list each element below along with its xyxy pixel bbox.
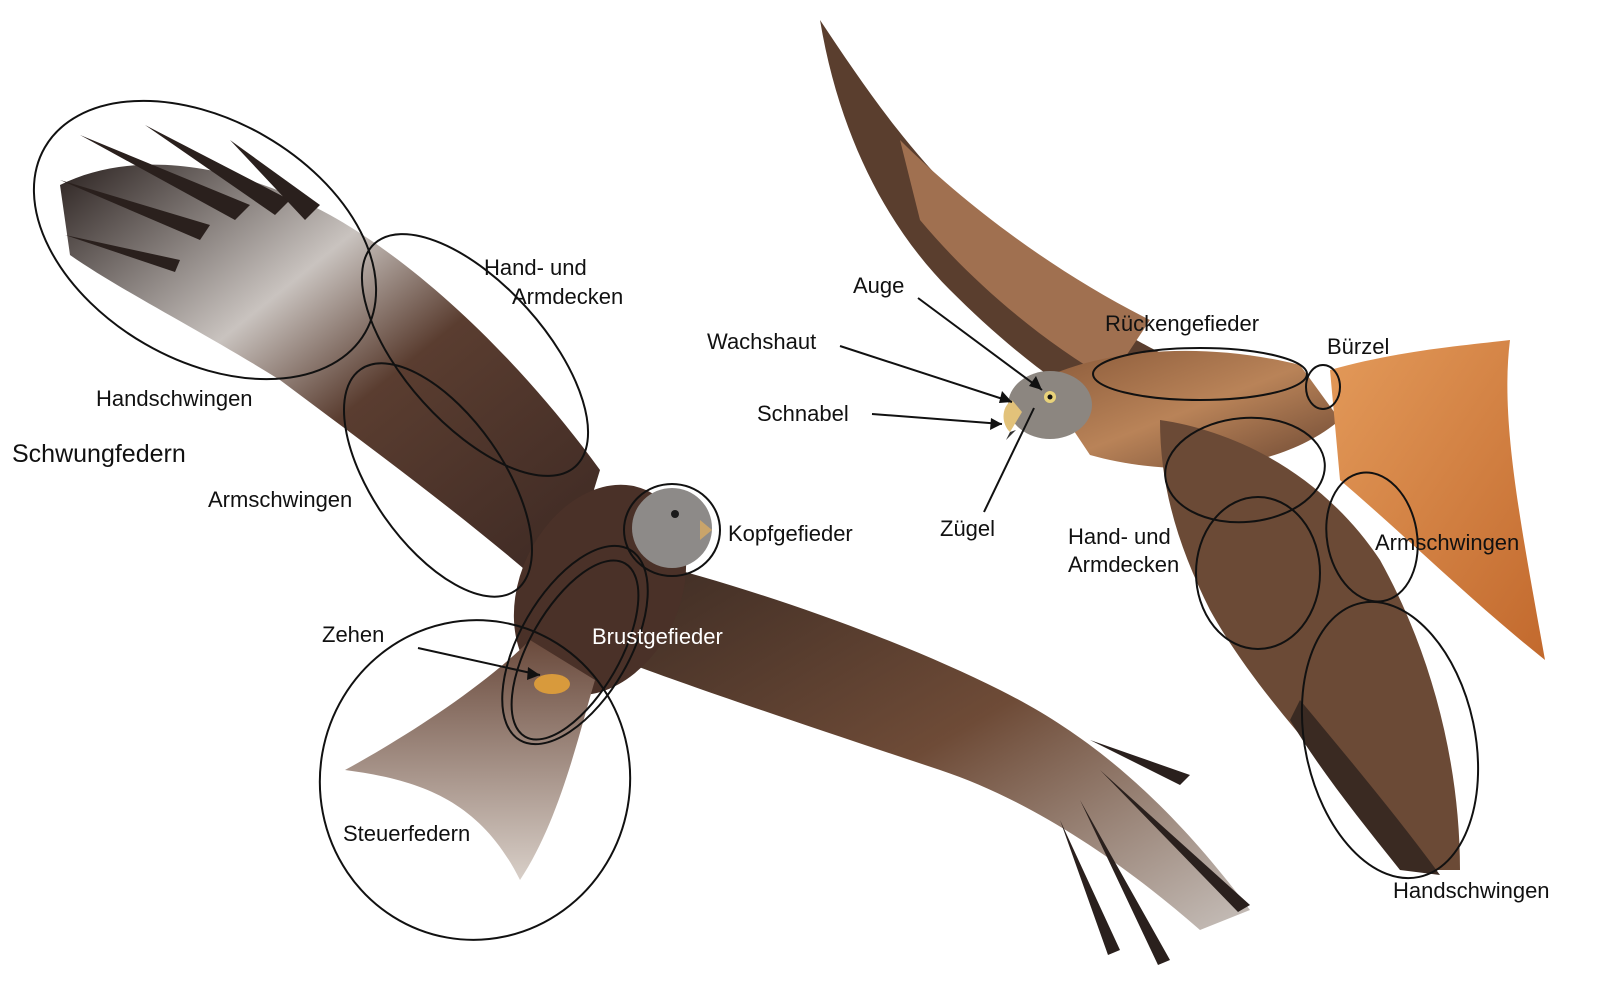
- left-bird-feet: [534, 674, 570, 694]
- left-bird-eye: [671, 510, 679, 518]
- label-handschwingen-left: Handschwingen: [96, 386, 253, 411]
- label-rueckengefieder: Rückengefieder: [1105, 311, 1259, 336]
- right-bird-head: [1008, 371, 1092, 439]
- label-hand-armdecken-right-line2: Armdecken: [1068, 552, 1179, 577]
- label-wachshaut: Wachshaut: [707, 329, 816, 354]
- pointer-wachshaut: [840, 346, 1012, 402]
- label-schwungfedern: Schwungfedern: [12, 440, 186, 468]
- label-kopfgefieder: Kopfgefieder: [728, 521, 853, 546]
- right-bird-pupil: [1048, 395, 1053, 400]
- label-zehen: Zehen: [322, 622, 384, 647]
- label-armschwingen-right: Armschwingen: [1375, 530, 1519, 555]
- left-bird-right-wing: [620, 560, 1250, 930]
- label-auge: Auge: [853, 273, 904, 298]
- label-brustgefieder: Brustgefieder: [592, 624, 723, 649]
- pointer-schnabel-head: [990, 418, 1002, 430]
- label-buerzel: Bürzel: [1327, 334, 1389, 359]
- label-hand-armdecken-left-line2: Armdecken: [512, 284, 623, 309]
- label-hand-armdecken-left-line1: Hand- und: [484, 255, 587, 280]
- label-handschwingen-right: Handschwingen: [1393, 878, 1550, 903]
- label-armschwingen-left: Armschwingen: [208, 487, 352, 512]
- label-hand-armdecken-right-line1: Hand- und: [1068, 524, 1171, 549]
- label-steuerfedern: Steuerfedern: [343, 821, 470, 846]
- label-schnabel: Schnabel: [757, 401, 849, 426]
- right-bird-beak-tip: [1006, 430, 1016, 440]
- pointer-schnabel: [872, 414, 1002, 424]
- left-bird-left-wing: [60, 165, 600, 600]
- label-zuegel: Zügel: [940, 516, 995, 541]
